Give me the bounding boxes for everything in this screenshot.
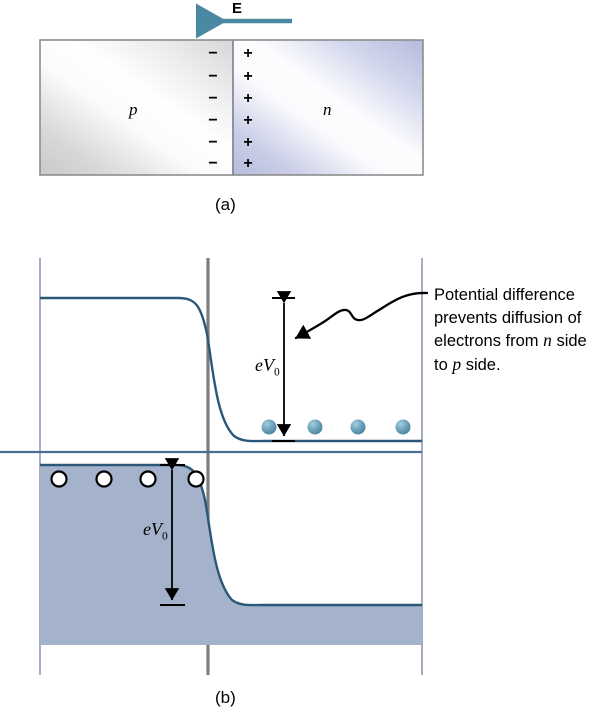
annotation-line-2: prevents diffusion of — [434, 308, 582, 327]
positive-sign: + — [243, 134, 253, 151]
conduction-band-edge — [40, 296, 422, 443]
electron-dot — [261, 419, 277, 435]
positive-sign: + — [243, 45, 253, 62]
negative-sign: − — [208, 112, 218, 129]
hole-circle — [50, 470, 68, 488]
electron-dot — [307, 419, 323, 435]
electron-dot — [350, 419, 366, 435]
ev0-upper-subscript: 0 — [273, 366, 280, 379]
annotation-pointer-arrow — [294, 291, 429, 340]
panel-a-caption: (a) — [215, 195, 236, 214]
n-italic: n — [543, 330, 552, 350]
hole-circles — [50, 470, 205, 488]
electric-field-label: E — [232, 0, 243, 17]
annotation-line-4: to p side. — [434, 353, 501, 374]
ev0-label-lower: eV0 — [143, 519, 168, 543]
potential-difference-annotation: Potential difference prevents diffusion … — [434, 284, 615, 376]
p-italic: p — [452, 353, 462, 374]
ev0-upper-base: eV — [255, 355, 274, 375]
negative-sign: − — [208, 90, 218, 107]
n-region-label: n — [323, 100, 332, 119]
hole-circle — [187, 470, 205, 488]
p-region-box — [39, 39, 234, 176]
electron-dot — [395, 419, 411, 435]
panel-b-graphics — [0, 258, 429, 675]
positive-sign: + — [243, 155, 253, 172]
ev0-label-upper: eV0 — [255, 355, 280, 379]
annotation-line-3: electrons from n side — [434, 330, 587, 350]
ev0-lower-subscript: 0 — [161, 530, 168, 543]
panel-b-caption: (b) — [215, 688, 236, 707]
negative-sign: − — [208, 134, 218, 151]
positive-sign: + — [243, 68, 253, 85]
p-region-label: p — [129, 100, 138, 119]
positive-sign: + — [243, 90, 253, 107]
n-region-box — [232, 39, 424, 176]
annotation-line-1: Potential difference — [434, 286, 575, 304]
electron-dots — [261, 419, 411, 435]
negative-sign: − — [208, 155, 218, 172]
negative-sign: − — [208, 68, 218, 85]
panel-a-graphics — [39, 3, 424, 176]
hole-circle — [95, 470, 113, 488]
hole-circle — [139, 470, 157, 488]
ev0-lower-base: eV — [143, 519, 162, 539]
positive-sign: + — [243, 112, 253, 129]
valence-band-fill — [40, 465, 422, 645]
negative-sign: − — [208, 45, 218, 62]
